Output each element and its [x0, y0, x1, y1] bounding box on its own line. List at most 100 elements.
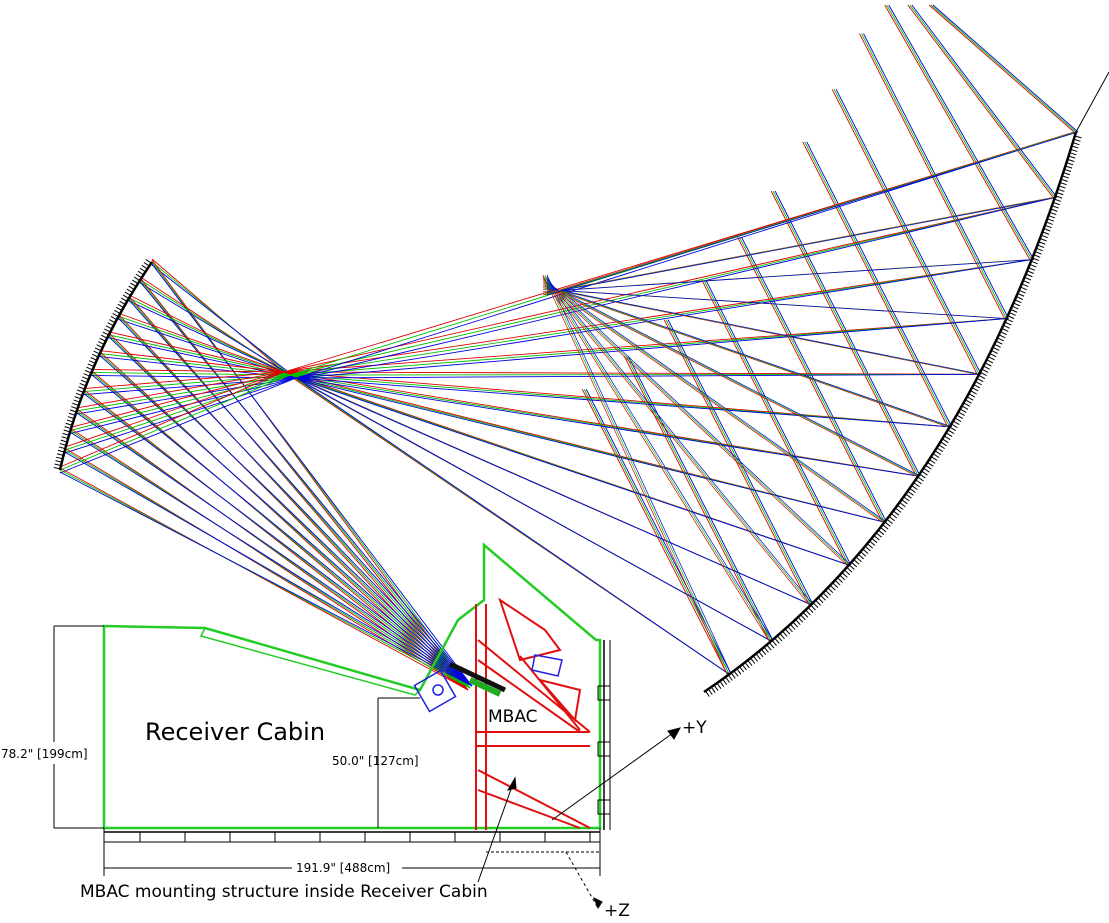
ray-line [118, 318, 473, 687]
ray-line [108, 334, 291, 376]
ray-line [295, 196, 1056, 379]
ray-line [546, 259, 1034, 292]
ray-line [581, 389, 728, 675]
ray-line [544, 287, 980, 375]
ray-line [289, 259, 1032, 376]
ray-line [295, 377, 850, 566]
ray-line [118, 315, 291, 376]
ray-line [76, 371, 285, 409]
ray-line [59, 374, 291, 471]
ray-line [118, 316, 471, 689]
ray-line [139, 281, 473, 687]
ray-line [932, 4, 1079, 133]
mbac-mounting-structure [475, 597, 591, 830]
ray-line [542, 283, 917, 477]
ray-line [99, 350, 285, 373]
ray-line [772, 190, 919, 477]
ray-line [928, 4, 1075, 133]
ray-line [909, 4, 1056, 198]
ray-line [886, 4, 1033, 260]
ray-line [151, 261, 291, 376]
ray-line [139, 279, 471, 689]
ray-line [289, 196, 1056, 376]
ray-line [542, 281, 883, 523]
ray-line [542, 276, 770, 642]
ray-line [544, 285, 950, 428]
ray-line [128, 295, 469, 691]
ray-line [295, 373, 980, 379]
ray-line [911, 4, 1058, 198]
ray-line [70, 432, 473, 687]
ray-line [542, 197, 1053, 294]
height-dimension-78: 78.2" [199cm] [1, 747, 88, 761]
ray-line [546, 287, 982, 375]
ray-line [128, 294, 285, 373]
ray-line [930, 4, 1077, 133]
ray-line [703, 279, 850, 566]
ray-line [546, 197, 1057, 294]
primary-mirror [703, 71, 1109, 697]
mounting-structure-caption: MBAC mounting structure inside Receiver … [80, 882, 488, 902]
ray-line [91, 369, 285, 373]
ray-line [59, 377, 297, 474]
ray-line [701, 279, 848, 566]
ray-line [544, 197, 1055, 294]
ray-line [295, 377, 772, 642]
ray-line [544, 278, 812, 605]
ray-line [83, 371, 285, 390]
ray-line [91, 372, 471, 689]
ray-line [542, 287, 978, 375]
ray-line [544, 280, 850, 566]
ray-line [295, 377, 730, 675]
ray-line [546, 283, 921, 477]
ray-line [151, 263, 473, 687]
ray-line [907, 4, 1054, 198]
ray-line [83, 389, 469, 691]
ray-line [83, 374, 291, 393]
ray-line [289, 318, 1007, 376]
ray-line [151, 264, 297, 379]
ray-line [70, 428, 469, 691]
ray-line [295, 131, 1077, 379]
ray-line [544, 281, 885, 523]
ray-line [151, 261, 471, 689]
ray-line [283, 371, 980, 375]
plus-z-axis-label: +Z [604, 901, 630, 921]
ray-line [118, 312, 285, 373]
plus-y-axis-label: +Y [682, 718, 707, 738]
ray-line [546, 274, 732, 675]
ray-line [542, 285, 948, 428]
ray-line [884, 4, 1031, 260]
ray-line [59, 467, 469, 691]
ray-line [544, 283, 919, 477]
ray-line [774, 190, 921, 477]
ray-line [283, 318, 1007, 373]
ray-line [139, 282, 297, 379]
ray-line [128, 297, 471, 689]
ray-line [283, 259, 1032, 373]
ray-line [64, 447, 469, 691]
ray-line [542, 278, 810, 605]
ray-bundles [59, 4, 1079, 691]
ray-line [289, 373, 980, 376]
ray-line [70, 374, 291, 431]
ray-line [128, 299, 473, 687]
ray-line [295, 259, 1032, 379]
ray-line [546, 276, 774, 642]
ray-line [108, 334, 471, 689]
ray-line [70, 377, 297, 434]
ray-line [83, 391, 471, 689]
ray-line [546, 281, 887, 523]
ray-line [64, 371, 285, 448]
ray-line [64, 449, 471, 689]
ray-line [542, 274, 728, 675]
ray-line [59, 371, 285, 468]
receiver-cabin-outline [102, 542, 611, 853]
ray-line [76, 408, 469, 691]
ray-line [283, 196, 1056, 373]
ray-line [546, 289, 1009, 319]
secondary-mirror [53, 259, 154, 471]
ray-line [76, 377, 297, 415]
mbac-instrument [413, 654, 563, 713]
